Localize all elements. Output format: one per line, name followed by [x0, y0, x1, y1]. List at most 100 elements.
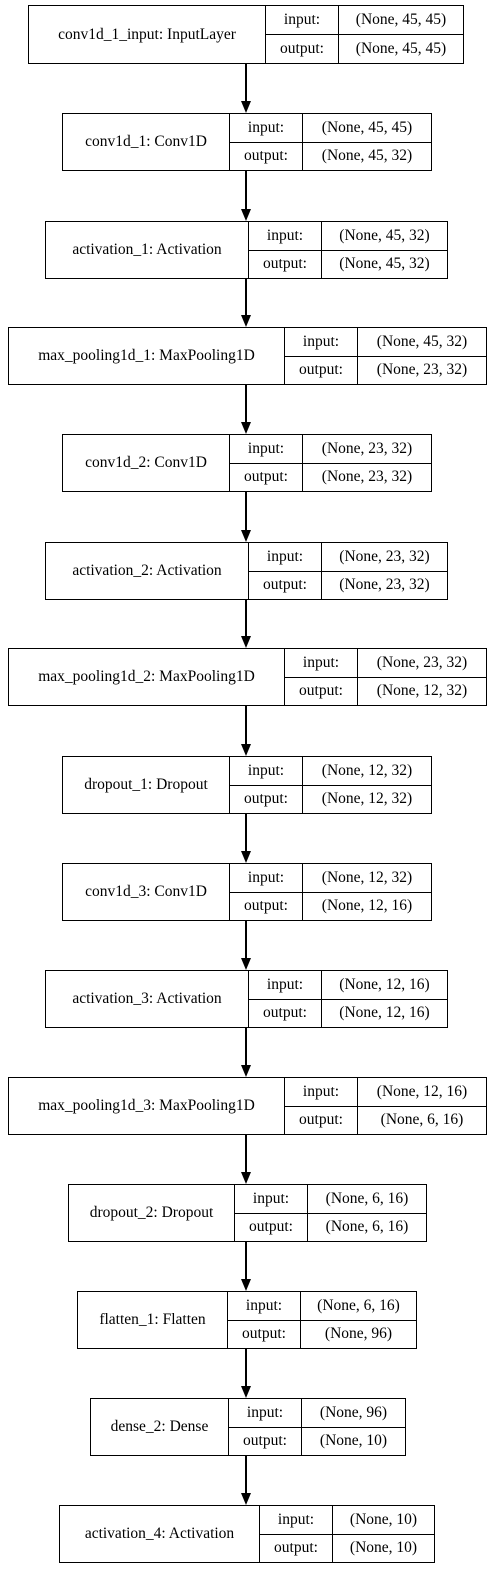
output-row: output: (None, 45, 32) [249, 249, 447, 278]
output-shape: (None, 12, 32) [376, 682, 468, 700]
input-label: input: [230, 757, 303, 785]
arrow-head-icon [241, 101, 251, 113]
output-shape: (None, 6, 16) [325, 1218, 409, 1236]
arrow-head-icon [241, 958, 251, 970]
input-row: input: (None, 6, 16) [228, 1292, 416, 1320]
output-label: output: [229, 1427, 302, 1455]
layer-name: conv1d_3: Conv1D [63, 864, 230, 920]
output-row: output: (None, 23, 32) [285, 355, 486, 384]
input-label: input: [260, 1506, 333, 1534]
arrow-head-icon [241, 851, 251, 863]
input-row: input: (None, 45, 45) [266, 6, 463, 34]
layer-node: max_pooling1d_2: MaxPooling1D input: (No… [8, 648, 487, 706]
input-shape: (None, 45, 45) [355, 11, 447, 28]
layer-node: max_pooling1d_3: MaxPooling1D input: (No… [8, 1077, 487, 1135]
input-label: input: [228, 1292, 301, 1320]
layer-node: activation_2: Activation input: (None, 2… [45, 542, 448, 600]
input-shape: (None, 23, 32) [376, 653, 468, 671]
input-row: input: (None, 23, 32) [249, 543, 447, 571]
input-shape: (None, 12, 16) [339, 975, 430, 993]
output-row: output: (None, 12, 16) [249, 998, 447, 1027]
layer-shapes: input: (None, 45, 32) output: (None, 23,… [285, 328, 486, 384]
layer-node: max_pooling1d_1: MaxPooling1D input: (No… [8, 327, 487, 385]
layer-node: flatten_1: Flatten input: (None, 6, 16) … [77, 1291, 417, 1349]
output-label: output: [285, 356, 358, 384]
arrow-head-icon [241, 1386, 251, 1398]
edge-line [245, 1242, 247, 1280]
layer-shapes: input: (None, 96) output: (None, 10) [229, 1399, 405, 1455]
input-shape: (None, 23, 32) [339, 547, 430, 565]
output-label: output: [235, 1213, 308, 1241]
output-label: output: [230, 892, 303, 920]
output-label: output: [230, 142, 303, 170]
output-shape: (None, 96) [324, 1325, 393, 1343]
input-label: input: [285, 328, 358, 356]
layer-name: activation_1: Activation [46, 222, 249, 278]
arrow-head-icon [241, 209, 251, 221]
arrow-head-icon [241, 530, 251, 542]
layer-name: conv1d_1_input: InputLayer [29, 6, 266, 63]
output-shape: (None, 12, 16) [339, 1004, 430, 1022]
edge-line [245, 1135, 247, 1173]
output-shape: (None, 23, 32) [376, 361, 468, 379]
input-shape: (None, 12, 16) [376, 1082, 468, 1100]
output-label: output: [230, 463, 303, 491]
input-row: input: (None, 45, 45) [230, 114, 431, 142]
arrow-head-icon [241, 636, 251, 648]
edge-line [245, 1456, 247, 1494]
layer-shapes: input: (None, 23, 32) output: (None, 23,… [249, 543, 447, 599]
layer-shapes: input: (None, 45, 45) output: (None, 45,… [266, 6, 463, 63]
output-row: output: (None, 45, 45) [266, 34, 463, 63]
output-row: output: (None, 23, 32) [230, 462, 431, 491]
input-row: input: (None, 12, 16) [285, 1078, 486, 1106]
input-row: input: (None, 23, 32) [285, 649, 486, 677]
layer-name: max_pooling1d_2: MaxPooling1D [9, 649, 285, 705]
layer-shapes: input: (None, 6, 16) output: (None, 96) [228, 1292, 416, 1348]
layer-shapes: input: (None, 23, 32) output: (None, 12,… [285, 649, 486, 705]
edge-line [245, 706, 247, 745]
input-label: input: [229, 1399, 302, 1427]
input-label: input: [285, 1078, 358, 1106]
layer-shapes: input: (None, 12, 16) output: (None, 12,… [249, 971, 447, 1027]
edge-line [245, 1028, 247, 1066]
input-shape: (None, 96) [319, 1403, 388, 1421]
layer-node: dropout_1: Dropout input: (None, 12, 32)… [62, 756, 432, 814]
layer-shapes: input: (None, 12, 16) output: (None, 6, … [285, 1078, 486, 1134]
layer-name: dropout_2: Dropout [69, 1185, 235, 1241]
layer-name: conv1d_2: Conv1D [63, 435, 230, 491]
layer-node: activation_1: Activation input: (None, 4… [45, 221, 448, 279]
edge-line [245, 385, 247, 423]
input-shape: (None, 6, 16) [325, 1189, 409, 1207]
input-row: input: (None, 12, 32) [230, 757, 431, 785]
layer-name: flatten_1: Flatten [78, 1292, 228, 1348]
layer-name: max_pooling1d_1: MaxPooling1D [9, 328, 285, 384]
edge-line [245, 492, 247, 531]
input-shape: (None, 23, 32) [321, 439, 413, 457]
layer-name: max_pooling1d_3: MaxPooling1D [9, 1078, 285, 1134]
output-row: output: (None, 12, 32) [230, 784, 431, 813]
layer-shapes: input: (None, 45, 45) output: (None, 45,… [230, 114, 431, 170]
output-row: output: (None, 23, 32) [249, 570, 447, 599]
arrow-head-icon [241, 744, 251, 756]
layer-node: conv1d_1_input: InputLayer input: (None,… [28, 5, 464, 64]
output-shape: (None, 45, 32) [339, 255, 430, 273]
edge-line [245, 64, 247, 102]
layer-shapes: input: (None, 6, 16) output: (None, 6, 1… [235, 1185, 426, 1241]
output-row: output: (None, 45, 32) [230, 141, 431, 170]
input-row: input: (None, 10) [260, 1506, 434, 1534]
edge-line [245, 279, 247, 316]
output-shape: (None, 45, 45) [355, 40, 447, 57]
input-shape: (None, 10) [349, 1510, 418, 1528]
output-row: output: (None, 12, 32) [285, 676, 486, 705]
input-row: input: (None, 23, 32) [230, 435, 431, 463]
input-shape: (None, 45, 32) [376, 332, 468, 350]
output-shape: (None, 45, 32) [321, 147, 413, 165]
layer-node: conv1d_2: Conv1D input: (None, 23, 32) o… [62, 434, 432, 492]
arrow-head-icon [241, 422, 251, 434]
input-label: input: [230, 114, 303, 142]
layer-shapes: input: (None, 12, 32) output: (None, 12,… [230, 757, 431, 813]
input-label: input: [249, 971, 322, 999]
output-row: output: (None, 6, 16) [285, 1105, 486, 1134]
layer-shapes: input: (None, 10) output: (None, 10) [260, 1506, 434, 1562]
output-shape: (None, 10) [349, 1539, 418, 1557]
